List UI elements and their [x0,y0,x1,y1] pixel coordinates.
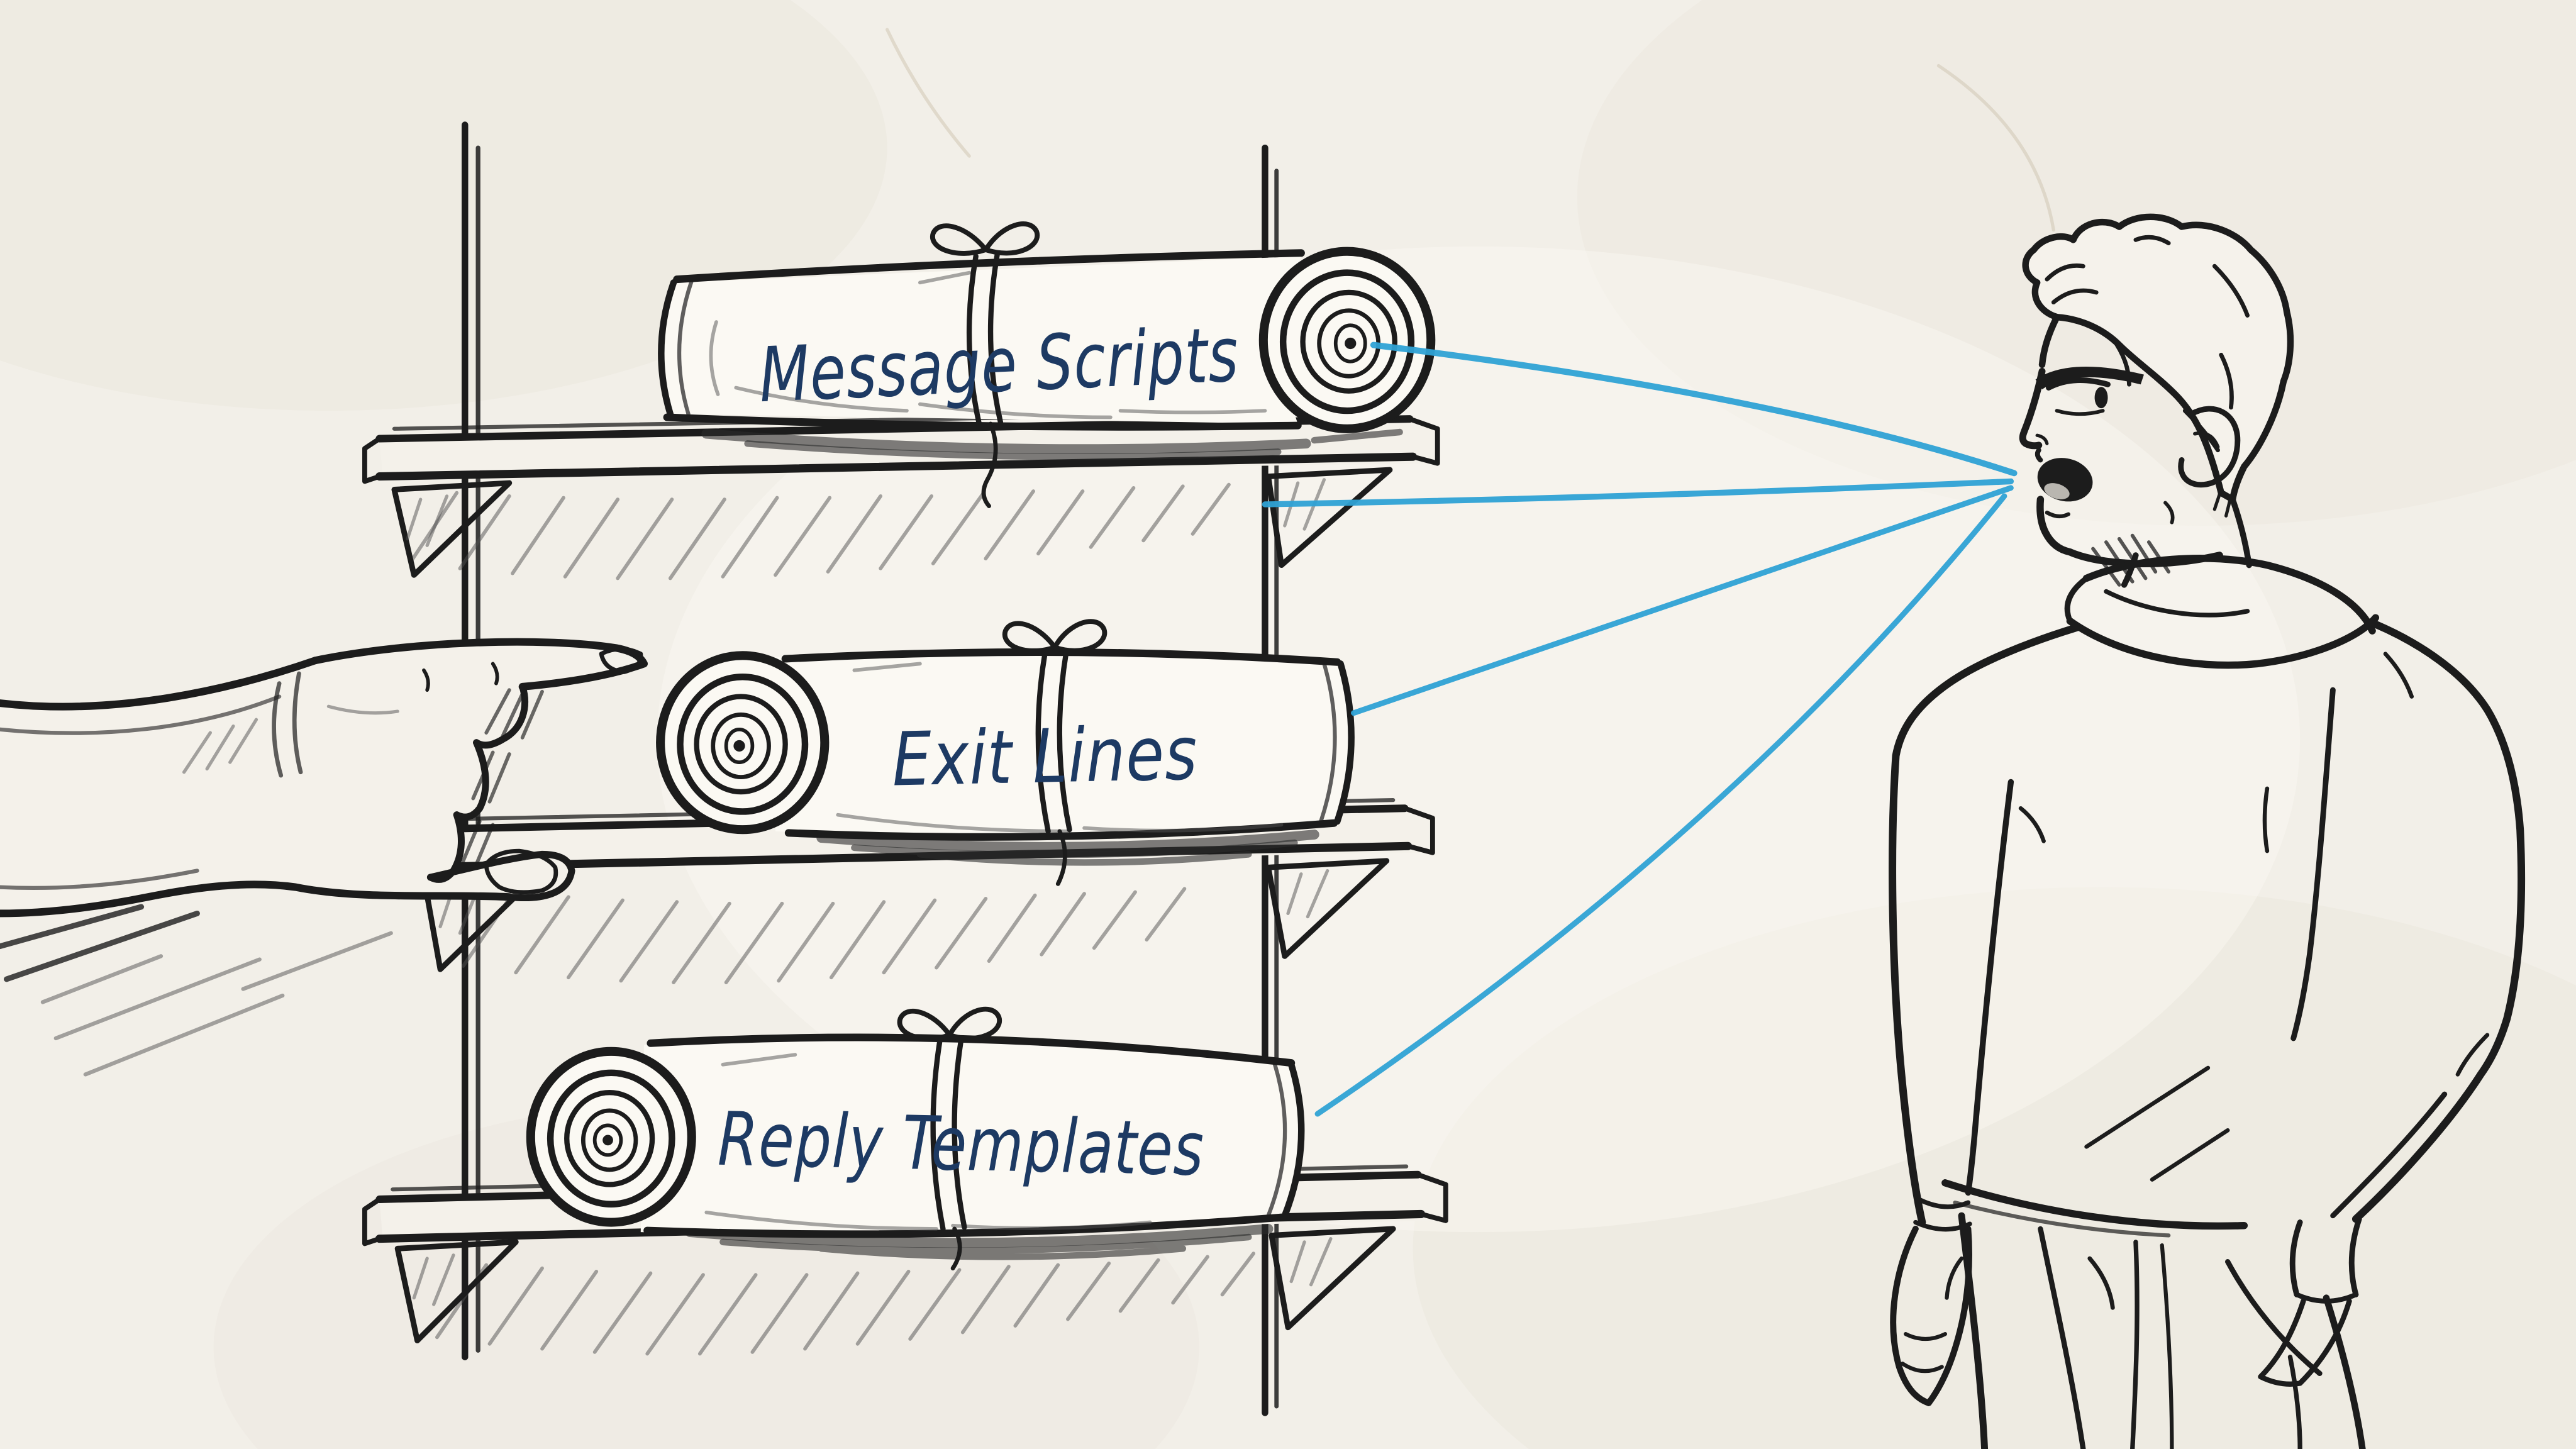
scroll-label-message-scripts: Message Scripts [757,311,1240,419]
hand-motion-lines [40,931,393,1077]
eye [2046,377,2111,416]
speech-line-message-scripts [1370,341,2018,477]
speech-line-exit-lines [1351,485,2014,716]
shelf-bracket-right [1265,858,1390,959]
scroll-spiral-end [656,651,830,835]
scroll-spiral-end [526,1046,696,1227]
sweater-creases [2018,652,2490,1182]
speech-lines [1262,341,2018,1117]
scroll-end-cap [1281,1061,1305,1219]
scrolls [525,221,1436,1271]
scroll-label-exit-lines: Exit Lines [891,710,1199,802]
hand-detail-lines [0,662,544,982]
scroll-spiral-end [1258,247,1436,433]
person-torso [1889,620,2526,1238]
left-shoulder-arm [1889,623,2080,1226]
hair-strands [2045,235,2250,453]
thumbnail [484,848,558,895]
scroll-exit-lines [655,619,1355,886]
shelf-bracket-left [391,480,513,578]
speaking-person [1889,213,2526,1449]
shelf-bracket-right [1269,1226,1396,1331]
hand-outline [0,638,648,918]
scroll-tie-bow [1002,619,1108,886]
shelf-bracket-left [394,1239,519,1344]
scroll-tie-bow [897,1006,1002,1271]
pocket-line [2225,1259,2323,1377]
scroll-tie-bow [930,221,1040,508]
neck-shading [2091,533,2171,587]
pupil [2094,387,2108,409]
right-shoulder-arm [2351,620,2526,1223]
shelf-bracket-right [1265,467,1393,569]
scroll-end-cap [1334,660,1355,825]
scroll-message-scripts [658,221,1436,508]
scroll-label-reply-templates: Reply Templates [717,1096,1205,1192]
scroll-end-cap [658,279,677,418]
sweater-hem [1941,1179,2248,1230]
trousers [1958,1212,2366,1449]
index-fingernail [599,647,643,674]
mouth-open [2037,458,2093,502]
reaching-hand [0,638,648,1077]
shelf-shadow-hatching [461,887,1187,984]
shelf-shadow-hatching [435,1252,1256,1356]
ear [2178,406,2241,488]
eyebrow [2035,366,2144,390]
person-hair [2022,213,2294,503]
scroll-reply-templates [525,1006,1305,1271]
speech-line-shelf [1262,478,2014,508]
scroll-labels: Message Scripts Exit Lines Reply Templat… [717,311,1240,1192]
nose [2019,367,2046,450]
turtleneck-collar [2064,555,2380,669]
speech-line-reply-templates [1314,493,2007,1117]
